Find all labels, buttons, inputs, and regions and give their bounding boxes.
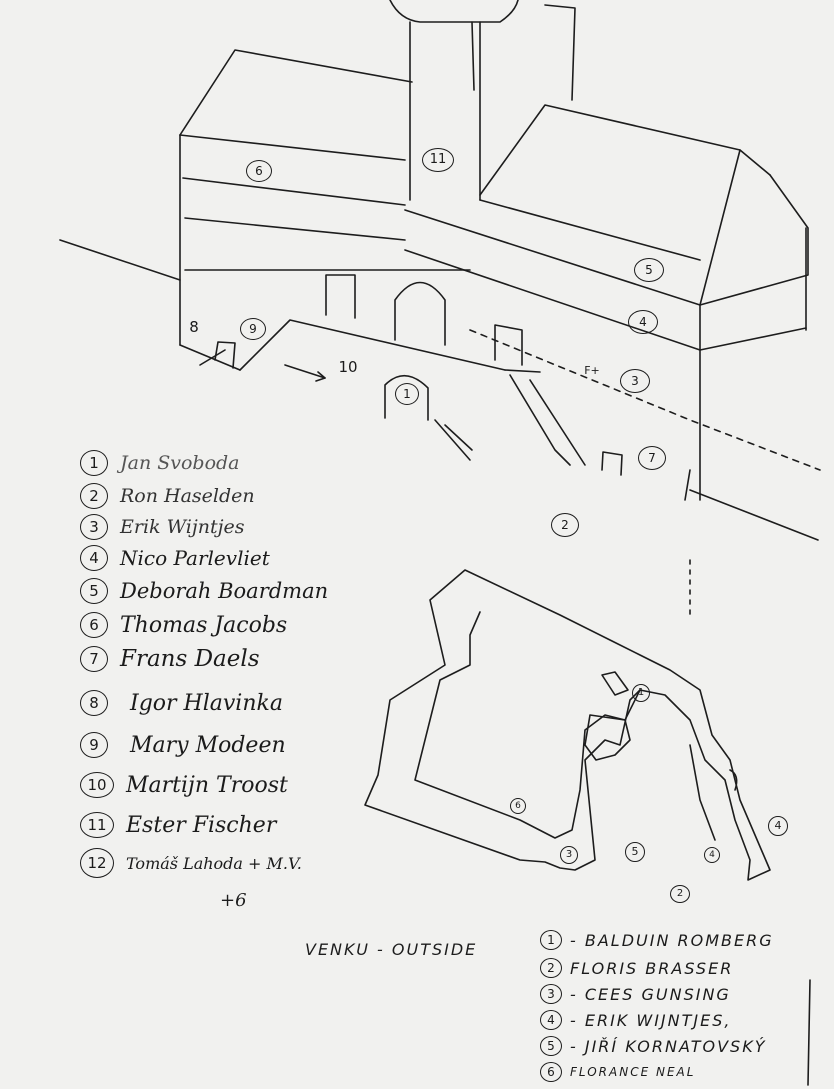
outside-legend-item: 6 FLORANCE NEAL [540,1062,695,1082]
legend-name: Martijn Troost [126,773,288,798]
legend-number: 8 [80,690,108,716]
legend-number: 5 [80,578,108,604]
legend-item: 4 Nico Parlevliet [80,545,270,571]
legend-name: Jan Svoboda [120,452,240,474]
legend-number: 1 [80,450,108,476]
legend-number: 4 [80,545,108,571]
legend-item: 7 Frans Daels [80,646,260,672]
legend-number: 3 [80,514,108,540]
outside-legend-item: 1 - BALDUIN ROMBERG [540,930,774,950]
plan-mark-3: 3 [560,846,578,864]
building-mark-3: 3 [620,369,650,393]
building-mark-9: 9 [240,318,266,340]
outside-legend-name: FLORIS BRASSER [570,959,733,978]
legend-number: 9 [80,732,108,758]
building-mark-10: 10 [334,358,362,378]
outside-legend-number: 2 [540,958,562,978]
outside-legend-item: 5 - JIŘÍ KORNATOVSKÝ [540,1036,766,1056]
legend-number: 10 [80,772,114,798]
outside-legend-number: 1 [540,930,562,950]
building-mark-1: 1 [395,383,419,405]
legend-name: Igor Hlavinka [130,691,283,716]
outside-legend-name: - BALDUIN ROMBERG [570,931,774,950]
extra-note: +6 [220,890,247,911]
legend-item: 1 Jan Svoboda [80,450,240,476]
legend-item: 6 Thomas Jacobs [80,612,287,638]
outside-legend-number: 6 [540,1062,562,1082]
outside-legend-name: FLORANCE NEAL [570,1065,695,1079]
legend-name: Deborah Boardman [120,579,328,603]
legend-item: 10 Martijn Troost [80,772,288,798]
legend-item: 5 Deborah Boardman [80,578,328,604]
outside-legend-item: 2 FLORIS BRASSER [540,958,733,978]
legend-name: Ron Haselden [120,485,255,507]
legend-item: 3 Erik Wijntjes [80,514,245,540]
legend-name: Ester Fischer [126,813,276,838]
legend-number: 11 [80,812,114,838]
legend-number: 6 [80,612,108,638]
outside-legend-item: 3 - CEES GUNSING [540,984,731,1004]
building-mark-6: 6 [246,160,272,182]
plan-mark-4b: 4 [704,847,720,863]
building-mark-2: 2 [551,513,579,537]
legend-name: Erik Wijntjes [120,516,245,538]
building-mark-7: 7 [638,446,666,470]
outside-legend-number: 4 [540,1010,562,1030]
outside-legend-item: 4 - ERIK WIJNTJES, [540,1010,731,1030]
legend-number: 7 [80,646,108,672]
outside-legend-number: 3 [540,984,562,1004]
legend-item: 11 Ester Fischer [80,812,276,838]
legend-name: Tomáš Lahoda + M.V. [126,854,302,873]
legend-name: Mary Modeen [130,733,286,758]
legend-item: 8 Igor Hlavinka [80,690,283,716]
plan-mark-5: 5 [625,842,645,862]
legend-name: Thomas Jacobs [120,613,287,638]
legend-name: Nico Parlevliet [120,546,270,570]
building-mark-4: 4 [628,310,658,334]
building-mark-f: F+ [582,364,602,380]
outside-heading: VENKU - OUTSIDE [305,940,477,959]
plan-mark-2: 2 [670,885,690,903]
legend-name: Frans Daels [120,646,260,672]
outside-legend-name: - CEES GUNSING [570,985,731,1004]
plan-mark-1: 1 [632,684,650,702]
outside-legend-name: - JIŘÍ KORNATOVSKÝ [570,1037,766,1056]
outside-legend-number: 5 [540,1036,562,1056]
building-mark-11: 11 [422,148,454,172]
legend-item: 2 Ron Haselden [80,483,255,509]
legend-number: 2 [80,483,108,509]
building-mark-8: 8 [186,318,202,338]
legend-number: 12 [80,848,114,878]
building-mark-5: 5 [634,258,664,282]
plan-mark-6: 6 [510,798,526,814]
legend-item: 9 Mary Modeen [80,732,286,758]
legend-item: 12 Tomáš Lahoda + M.V. [80,848,302,878]
plan-mark-4: 4 [768,816,788,836]
outside-legend-name: - ERIK WIJNTJES, [570,1011,731,1030]
